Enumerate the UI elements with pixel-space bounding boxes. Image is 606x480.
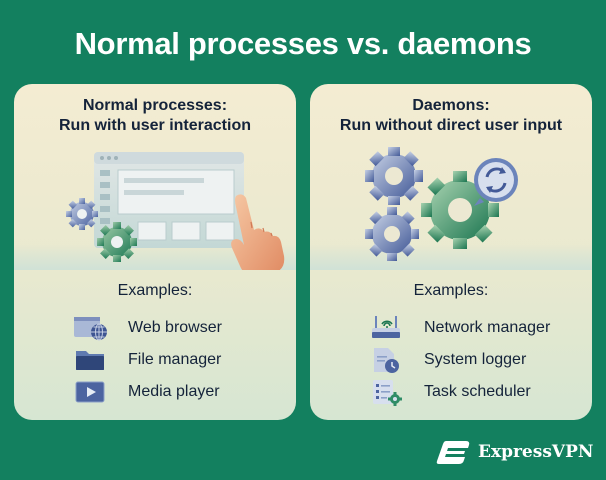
list-item: Task scheduler: [310, 376, 592, 408]
web-browser-icon: [74, 317, 107, 341]
examples-list: Network manager System logger: [310, 312, 592, 408]
task-list-icon: [373, 380, 402, 406]
gear-icon: [365, 147, 423, 205]
brand-name: ExpressVPN: [478, 442, 594, 462]
pointing-hand-icon: [231, 194, 285, 270]
brand-logo: ExpressVPN: [436, 438, 593, 466]
card-heading-line1: Normal processes:: [82, 97, 228, 114]
examples-label: Examples:: [413, 282, 489, 299]
list-item: System logger: [310, 344, 592, 376]
card-heading: Daemons: Run without direct user input: [310, 96, 592, 136]
list-item: File manager: [14, 344, 296, 376]
example-label: System logger: [424, 351, 527, 368]
card-heading-line2: Run with user interaction: [58, 117, 251, 134]
folder-icon: [76, 351, 104, 370]
user-interaction-illustration: [66, 152, 285, 270]
refresh-icon: [474, 158, 518, 206]
app-window-icon: [94, 152, 244, 248]
example-label: Media player: [128, 383, 220, 400]
gear-icon: [365, 207, 419, 261]
list-item: Web browser: [14, 312, 296, 344]
list-item: Media player: [14, 376, 296, 408]
daemon-gears-illustration: [365, 147, 518, 261]
examples-list: Web browser File manager Media player: [14, 312, 296, 408]
gear-icon: [97, 222, 137, 262]
normal-processes-card: Normal processes: Run with user interact…: [14, 84, 296, 420]
card-heading-line1: Daemons:: [412, 97, 490, 114]
play-icon: [75, 381, 105, 403]
page-title: Normal processes vs. daemons: [74, 26, 532, 61]
example-label: Network manager: [424, 319, 551, 336]
example-label: Task scheduler: [424, 383, 531, 400]
router-icon: [372, 316, 400, 338]
examples-label: Examples:: [117, 282, 193, 299]
illustration-band: [310, 244, 592, 270]
card-heading: Normal processes: Run with user interact…: [14, 96, 296, 136]
list-item: Network manager: [310, 312, 592, 344]
daemons-card: Daemons: Run without direct user input: [310, 84, 592, 420]
gear-icon: [66, 198, 98, 230]
expressvpn-logo-icon: [436, 441, 470, 464]
log-file-icon: [374, 348, 399, 373]
example-label: Web browser: [128, 319, 222, 336]
example-label: File manager: [128, 351, 222, 368]
card-heading-line2: Run without direct user input: [339, 117, 563, 134]
